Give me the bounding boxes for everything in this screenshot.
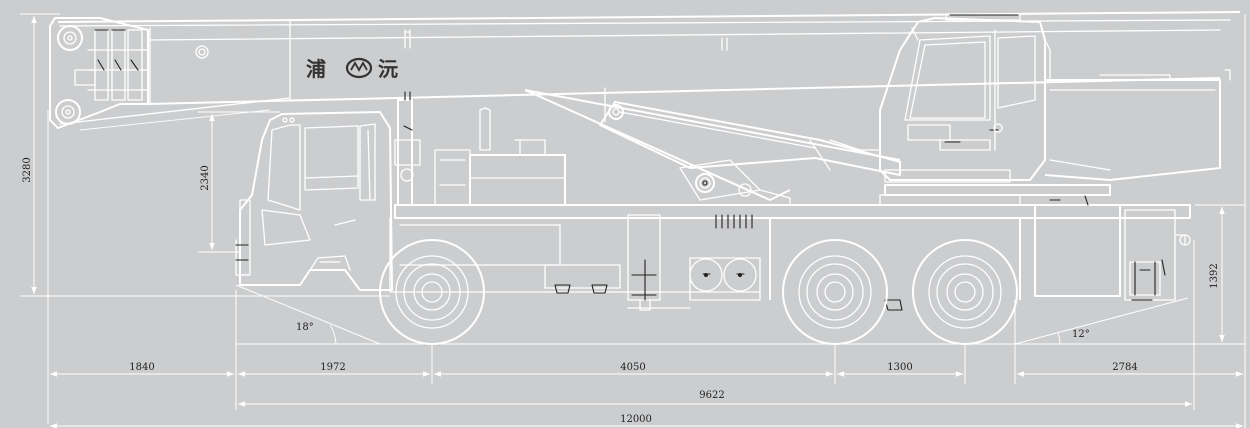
dim-wheelbase-mid: 4050 xyxy=(620,362,645,373)
cab-roof xyxy=(945,13,1021,21)
turntable xyxy=(884,184,1111,196)
operator-cab xyxy=(879,13,1231,206)
dim-front-overhang: 1840 xyxy=(129,362,154,373)
driver-cab-body xyxy=(239,111,393,291)
air-tank-2 xyxy=(723,258,757,292)
driver-window-1 xyxy=(267,124,301,211)
cab-window-side xyxy=(904,35,991,121)
dim-rear-height: 1392 xyxy=(1209,263,1220,288)
chassis xyxy=(389,91,1191,311)
dim-axle-spacing: 1300 xyxy=(887,362,912,373)
exhaust-pipe xyxy=(479,107,491,151)
boom-bottom-edge xyxy=(147,77,1221,105)
brand-char-1: 浦 xyxy=(306,57,326,81)
brand-char-2: 沅 xyxy=(378,57,398,81)
dim-chassis-length: 9622 xyxy=(699,390,724,401)
angle-approach: 18° xyxy=(296,322,314,333)
dim-overall-height: 3280 xyxy=(22,157,33,182)
wheel-rear xyxy=(912,239,1018,345)
cab-window-front xyxy=(997,35,1036,109)
boom-pin-icon xyxy=(195,45,209,59)
hydraulic-tank xyxy=(1034,204,1121,297)
angle-departure: 12° xyxy=(1072,329,1090,340)
driver-cab xyxy=(235,111,393,291)
wheel-mid xyxy=(782,239,888,345)
boom-head xyxy=(49,17,149,129)
chassis-frame xyxy=(394,204,1191,219)
boom-top-edge xyxy=(57,11,1241,23)
luffing-cylinder xyxy=(524,87,901,206)
brand-logo-icon xyxy=(345,57,373,79)
boom: 浦 沅 xyxy=(49,11,1241,131)
sheave-bottom-icon xyxy=(55,99,81,125)
dim-cab-height: 2340 xyxy=(200,165,211,190)
dim-wheelbase-front: 1972 xyxy=(320,362,345,373)
dim-overall-length: 12000 xyxy=(620,414,652,425)
tool-box xyxy=(469,154,566,206)
dim-rear-overhang: 2784 xyxy=(1112,362,1137,373)
driver-window-2 xyxy=(304,125,359,191)
sheave-top-icon xyxy=(57,25,83,51)
dimension-annotations: 3280 2340 1392 1840 1972 4050 1300 2784 … xyxy=(20,13,1246,428)
pivot-pin-icon xyxy=(695,173,715,193)
